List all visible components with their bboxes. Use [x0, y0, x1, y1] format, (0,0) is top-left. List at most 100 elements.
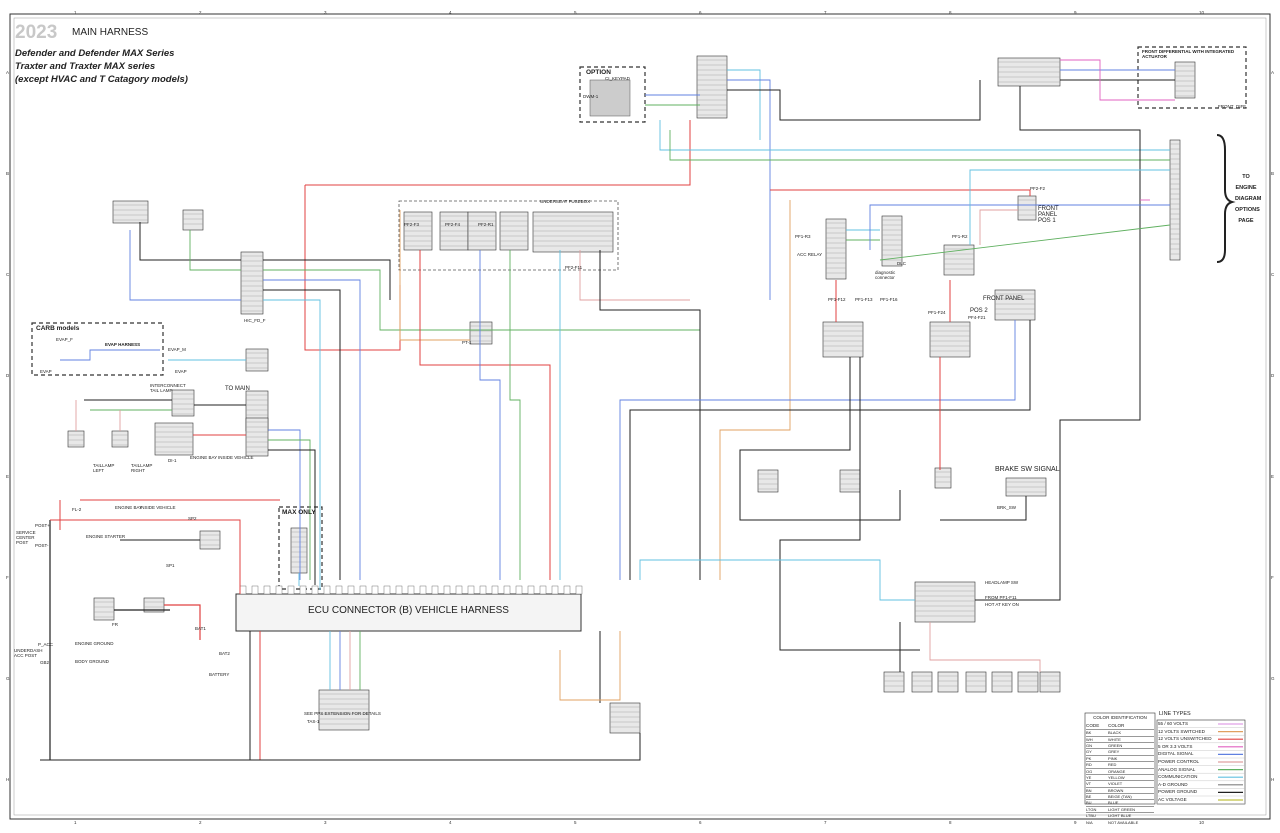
ruler-label: C: [6, 272, 10, 277]
connector-block: [696, 55, 728, 119]
color-name: GREEN: [1108, 742, 1123, 748]
wire: [739, 357, 901, 521]
ecu-pin: [491, 585, 499, 595]
wire: [559, 631, 621, 701]
ruler-label: 7: [824, 10, 827, 15]
pf1-f13-label: PF1-F13: [855, 297, 873, 302]
wire: [60, 349, 160, 361]
headlamp-sw-label: HEADLAMP SW: [985, 580, 1019, 585]
to-engine-diagram-label: TO ENGINE DIAGRAM OPTIONS PAGE: [1235, 174, 1262, 224]
ecu-pin: [551, 585, 559, 595]
wire: [579, 250, 690, 301]
color-code: BU: [1086, 800, 1092, 806]
ecu-pin: [455, 585, 463, 595]
evap-f-label: EVAP_F: [56, 337, 73, 342]
ruler-label: 2: [199, 820, 202, 825]
wire: [129, 230, 241, 301]
connector-block: [994, 289, 1036, 321]
ruler-label: H: [1271, 777, 1275, 782]
ruler-label: 5: [574, 10, 577, 15]
post-plus-label: POST+: [35, 523, 50, 528]
color-name: ORANGE: [1108, 768, 1126, 774]
hic-fd-f-label: HIC_FD_F: [244, 318, 266, 323]
connector-block: [469, 321, 493, 345]
connector-block: [290, 527, 308, 574]
ecu-pin: [515, 585, 523, 595]
color-name: BLACK: [1108, 730, 1122, 736]
ruler-label: F: [1271, 575, 1274, 580]
wire: [263, 279, 361, 580]
ecu-pin: [479, 585, 487, 595]
color-name: YELLOW: [1108, 774, 1125, 780]
ruler-label: 1: [74, 820, 77, 825]
engine-bay-label: ENGINE BAY: [115, 505, 143, 510]
ecu-pin: [503, 585, 511, 595]
ecu-pin: [443, 585, 451, 595]
wire: [929, 622, 1041, 672]
pf1-f12-label: PF1-F12: [828, 297, 846, 302]
ecu-pin: [467, 585, 475, 595]
wire: [869, 204, 1170, 250]
connector-block: [112, 200, 149, 224]
ruler-label: B: [6, 171, 10, 176]
dlc-label: DLC: [897, 261, 907, 266]
wire: [770, 189, 1031, 196]
ecu-pin: [371, 585, 379, 595]
color-code: BE: [1086, 794, 1092, 800]
wire: [619, 320, 1016, 580]
ruler-label: A: [6, 70, 10, 75]
connector-block: [914, 581, 976, 623]
ruler-label: 4: [449, 10, 452, 15]
wire: [268, 429, 301, 580]
ruler-label: 9: [1074, 820, 1077, 825]
wire: [263, 289, 341, 580]
color-row: VT VIOLET: [1086, 780, 1154, 786]
ruler-label: D: [6, 373, 10, 378]
ruler-label: 7: [824, 820, 827, 825]
connector-block: [929, 321, 971, 358]
underseat-fusebox-box: [398, 200, 619, 271]
ruler-label: 1: [74, 10, 77, 15]
sp2-label: SP2: [188, 516, 197, 521]
to-main-label: TO MAIN: [225, 386, 250, 392]
wire: [479, 250, 501, 580]
wire: [263, 299, 321, 590]
ecu-pin: [407, 585, 415, 595]
ruler-label: 9: [1074, 10, 1077, 15]
wire: [139, 222, 241, 261]
battery-label: BATTERY: [209, 672, 230, 677]
color-name: NOT AVAILABLE: [1108, 819, 1139, 825]
ruler-label: F: [6, 575, 9, 580]
connector-block: [111, 430, 129, 448]
max-only-box: [278, 506, 323, 590]
ecu-connector-box: [235, 593, 582, 632]
ruler-label: A: [1271, 70, 1275, 75]
connector-block: [240, 251, 264, 315]
subtitle-line-3: (except HVAC and T Catagory models): [15, 74, 188, 85]
color-code: VT: [1086, 781, 1092, 787]
line-type-row: A-D GROUND: [1158, 781, 1188, 787]
line-type-row: DIGITAL SIGNAL: [1158, 751, 1194, 757]
line-types-heading: LINE TYPES: [1159, 711, 1191, 717]
connector-block: [93, 597, 115, 621]
line-type-row: 12 VOLTS UNSWITCHED: [1158, 736, 1212, 742]
ecu-pin: [335, 585, 343, 595]
ecu-pin: [419, 585, 427, 595]
connector-block: [1039, 671, 1061, 693]
max-only-label: MAX ONLY: [282, 509, 316, 516]
line-type-row: POWER GROUND: [1158, 789, 1198, 795]
color-name: VIOLET: [1108, 781, 1123, 787]
color-code: LTBU: [1086, 813, 1096, 819]
color-name-header: COLOR: [1108, 722, 1125, 728]
wire: [399, 210, 470, 341]
wire: [599, 250, 701, 580]
